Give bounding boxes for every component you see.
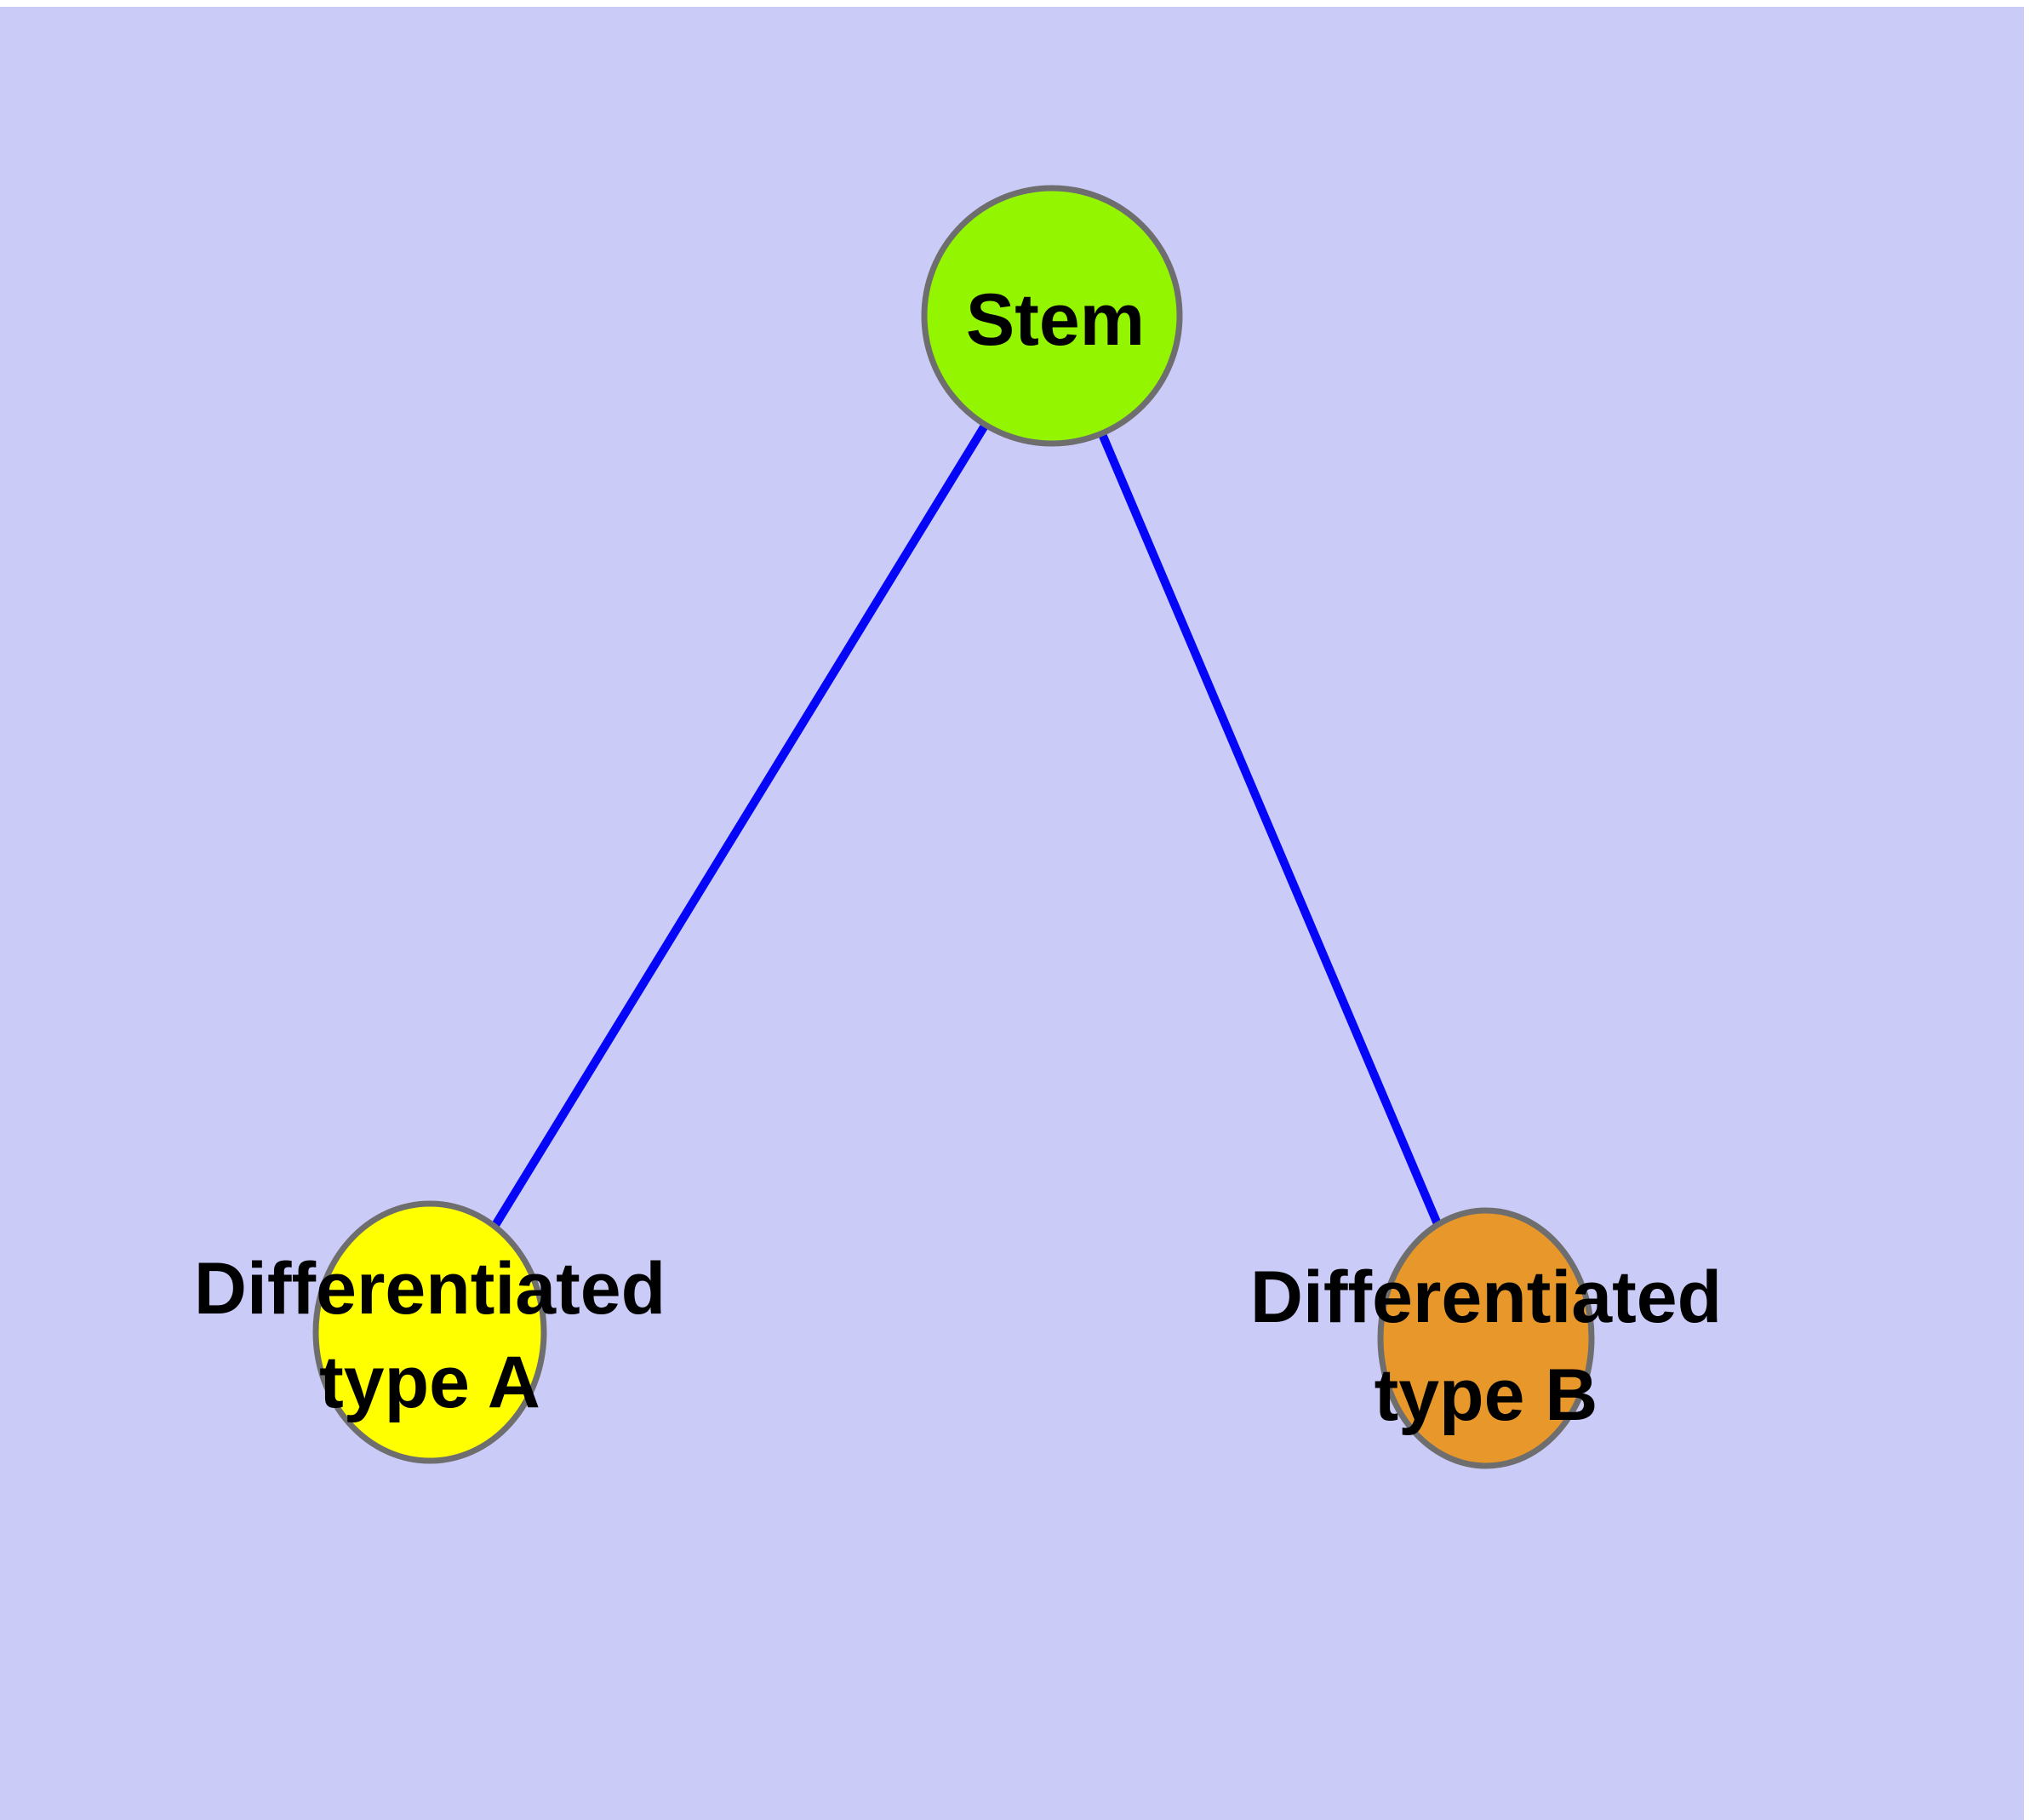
node-stem-label: Stem xyxy=(966,279,1145,361)
edge-stem-to-type-b xyxy=(1048,312,1490,1342)
node-type-b-label-line2: type B xyxy=(1375,1354,1598,1436)
node-type-a-circle xyxy=(312,1200,547,1464)
node-type-b-circle xyxy=(1377,1207,1595,1469)
node-type-b-label-line1: Differentiated xyxy=(1250,1256,1722,1338)
edge-stem-to-type-a xyxy=(426,312,1056,1336)
node-stem-circle xyxy=(921,185,1183,447)
node-differentiated-type-a: Differentiated type A xyxy=(194,1200,666,1464)
node-differentiated-type-b: Differentiated type B xyxy=(1250,1207,1722,1469)
node-stem: Stem xyxy=(921,185,1183,447)
node-type-a-label-line1: Differentiated xyxy=(194,1248,666,1330)
node-type-a-label-line2: type A xyxy=(319,1342,540,1423)
